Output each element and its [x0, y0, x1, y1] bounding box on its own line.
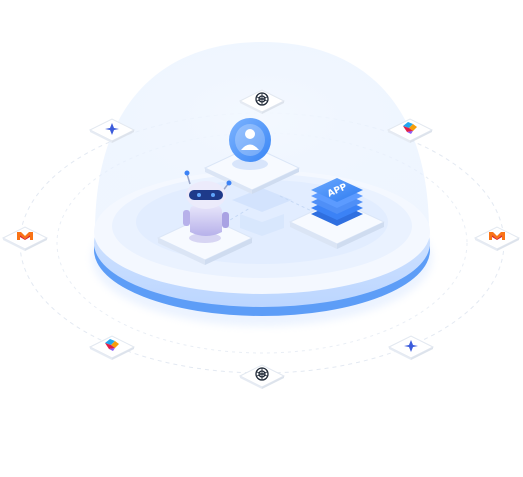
- sparkle-icon: [404, 340, 418, 352]
- tile-m-logo-left: [1, 226, 49, 251]
- openai-logo-icon: [255, 92, 269, 106]
- robot-icon: [183, 170, 232, 243]
- copilot-logo-icon: [105, 339, 119, 351]
- m-logo-icon: [489, 232, 505, 240]
- tile-openai-bottom: [238, 364, 286, 389]
- app-stack-icon: APP: [311, 178, 363, 226]
- m-logo-icon: [17, 232, 33, 240]
- tile-copilot-top-right: [386, 118, 434, 143]
- tile-openai-top: [238, 89, 286, 114]
- tile-m-logo-right: [473, 226, 521, 251]
- user-avatar-icon: [229, 118, 271, 170]
- copilot-logo-icon: [403, 122, 417, 134]
- center-logo-mark: [232, 188, 292, 236]
- tile-copilot-bottom-left: [88, 335, 136, 360]
- connector-line: [219, 195, 319, 227]
- sparkle-icon: [105, 123, 119, 135]
- tile-sparkle-top-left: [88, 118, 136, 143]
- openai-logo-icon: [255, 367, 269, 381]
- tile-sparkle-bottom-right: [387, 335, 435, 360]
